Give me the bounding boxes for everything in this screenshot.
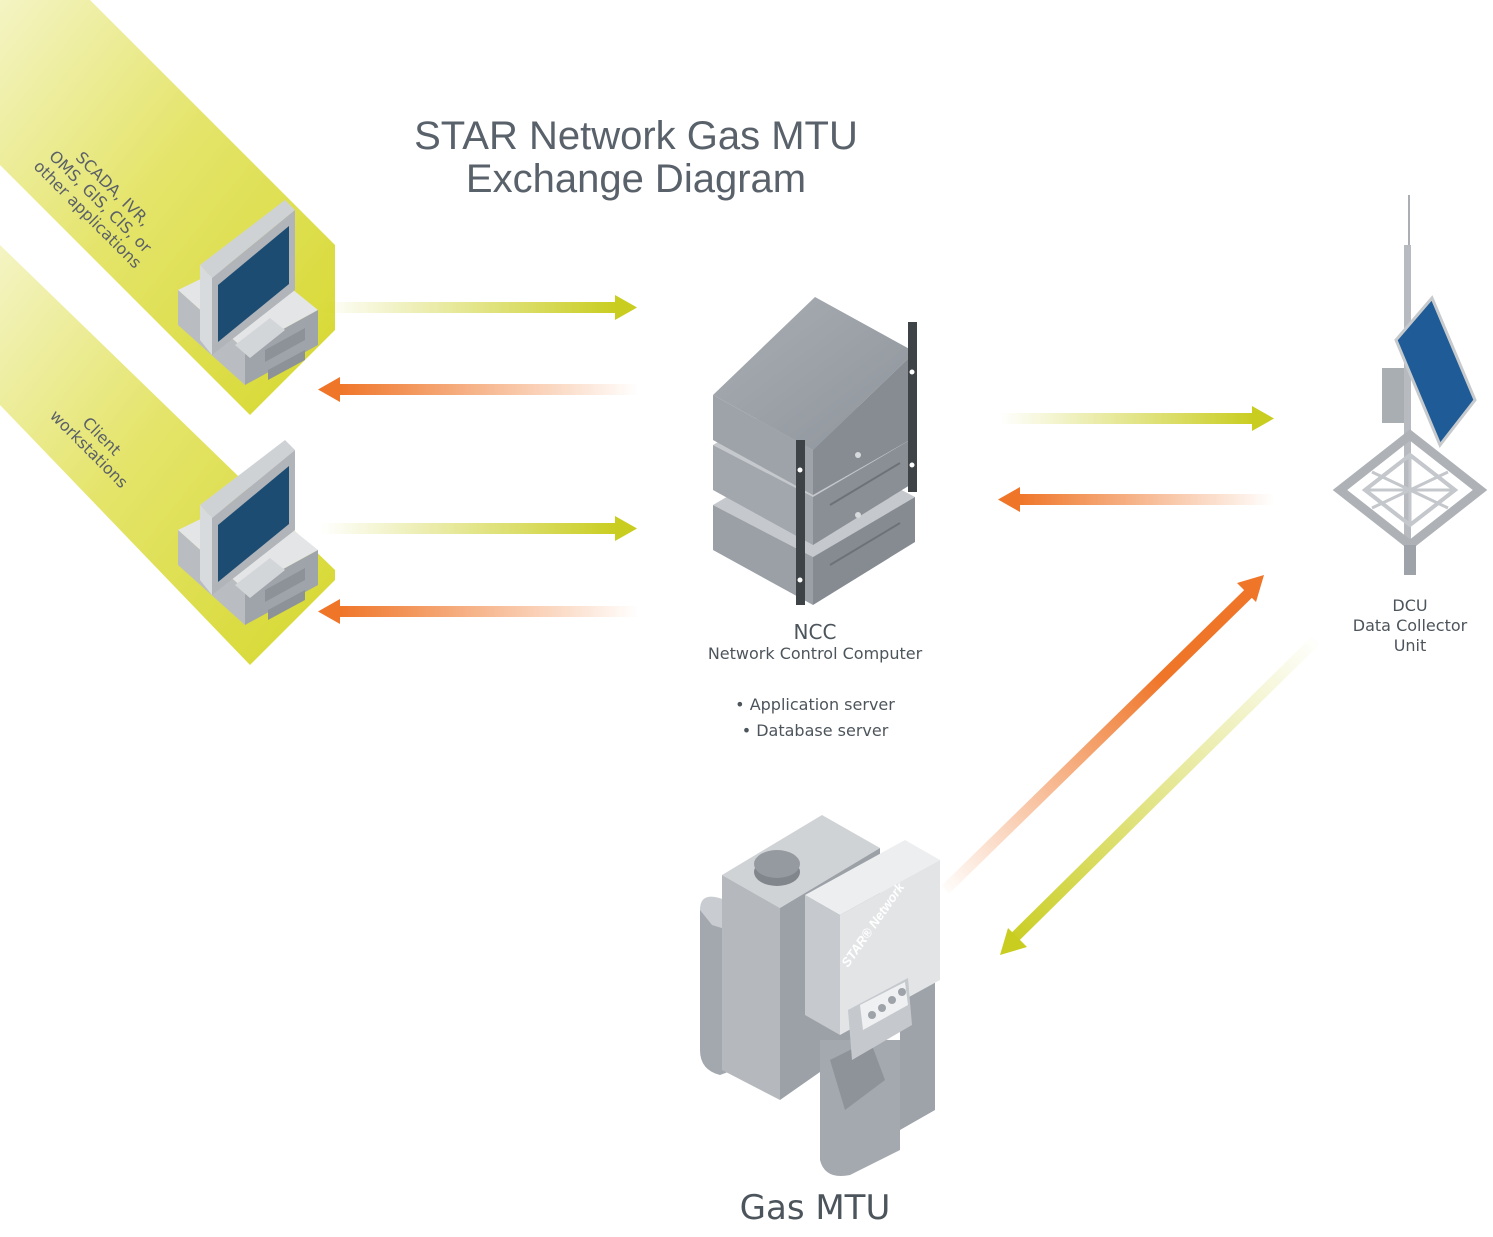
dcu-name-line2: Unit bbox=[1393, 636, 1427, 655]
ncc-bullet: • Application server bbox=[735, 695, 895, 714]
ncc-abbr: NCC bbox=[793, 620, 837, 644]
dcu-tower-icon bbox=[1332, 195, 1488, 575]
computer-icon bbox=[178, 440, 318, 625]
ncc-bullet: • Database server bbox=[741, 721, 889, 740]
diagram-title-line2: Exchange Diagram bbox=[465, 157, 807, 201]
arrow-from-dcu bbox=[998, 487, 1274, 512]
arrow-from-ncc-1 bbox=[318, 377, 638, 402]
diagram-title-line1: STAR Network Gas MTU bbox=[414, 114, 858, 158]
ncc-server-icon bbox=[713, 297, 917, 605]
dcu-name-line1: Data Collector bbox=[1352, 616, 1468, 635]
arrow-to-ncc-1 bbox=[320, 295, 637, 320]
arrow-from-ncc-2 bbox=[318, 599, 638, 624]
gas-mtu-icon: STAR® Network bbox=[700, 815, 940, 1176]
gas-mtu-label: Gas MTU bbox=[739, 1188, 891, 1228]
arrow-to-dcu bbox=[1000, 406, 1274, 431]
computer-icon bbox=[178, 200, 318, 385]
arrow-dcu-to-mtu bbox=[1000, 636, 1320, 955]
arrow-to-ncc-2 bbox=[320, 516, 637, 541]
dcu-abbr: DCU bbox=[1392, 596, 1428, 615]
arrow-mtu-to-dcu bbox=[941, 575, 1264, 894]
ncc-name: Network Control Computer bbox=[707, 644, 923, 663]
